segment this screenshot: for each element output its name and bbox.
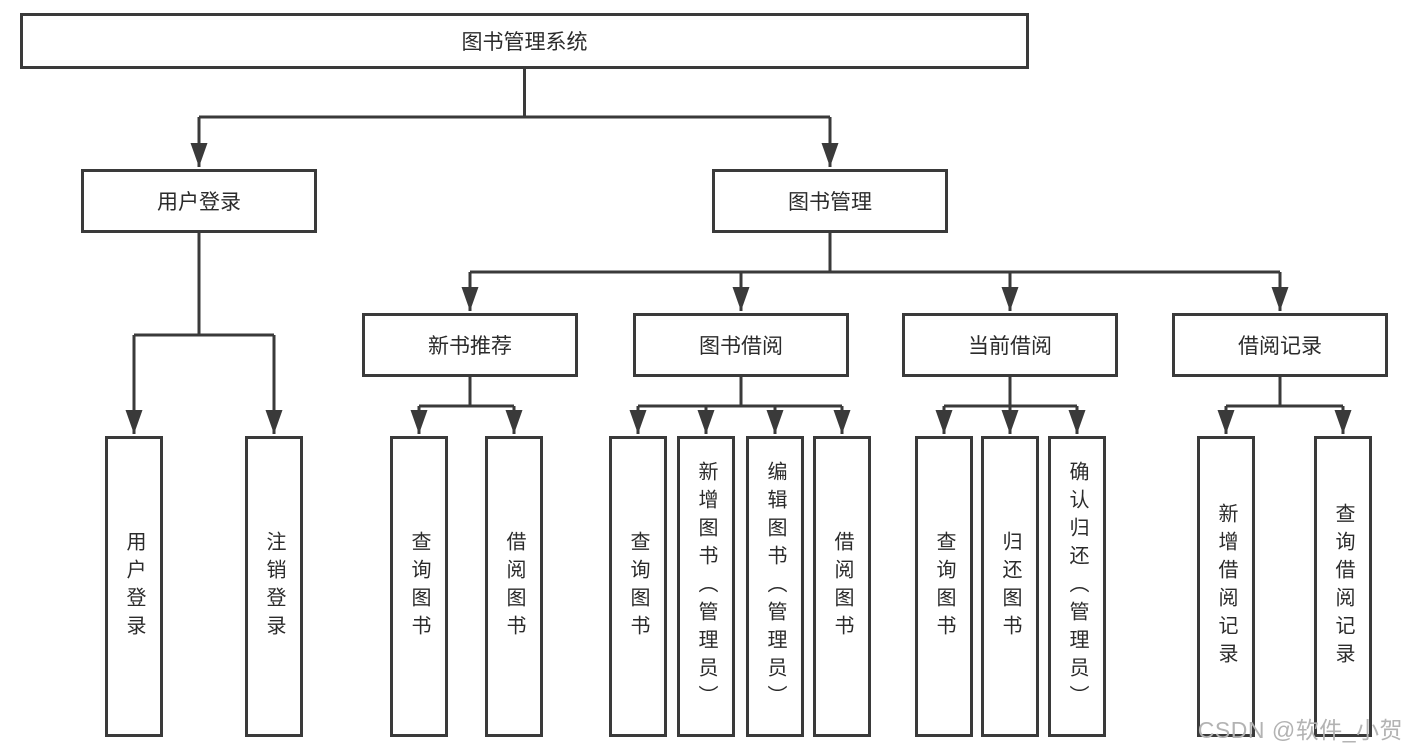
connector-borrowing-records-to-leaves xyxy=(1217,377,1352,434)
node-br-add-record: 新增借阅记录 xyxy=(1197,436,1255,737)
node-bb-add-books-admin: 新增图书（管理员） xyxy=(677,436,735,737)
connector-new-book-recommendation-to-leaves xyxy=(410,377,523,434)
node-bb-borrow-books-label: 借阅图书 xyxy=(831,530,853,643)
node-bb-edit-books-admin-label: 编辑图书（管理员） xyxy=(764,460,786,713)
node-bb-query-books: 查询图书 xyxy=(609,436,667,737)
node-cb-query-books: 查询图书 xyxy=(915,436,973,737)
node-current-borrowing: 当前借阅 xyxy=(902,313,1118,377)
node-cb-return-books-label: 归还图书 xyxy=(999,530,1021,643)
node-br-add-record-label: 新增借阅记录 xyxy=(1215,502,1237,671)
node-logout: 注销登录 xyxy=(245,436,303,737)
node-system-root-label: 图书管理系统 xyxy=(461,31,588,54)
node-book-borrowing: 图书借阅 xyxy=(633,313,849,377)
node-br-query-record: 查询借阅记录 xyxy=(1314,436,1372,737)
node-current-borrowing-label: 当前借阅 xyxy=(968,335,1052,358)
node-logout-label: 注销登录 xyxy=(263,530,285,643)
node-user-login: 用户登录 xyxy=(81,169,317,233)
connector-root-to-level2 xyxy=(190,69,839,167)
node-bb-edit-books-admin: 编辑图书（管理员） xyxy=(746,436,804,737)
node-book-management-label: 图书管理 xyxy=(788,191,872,214)
node-cb-return-books: 归还图书 xyxy=(981,436,1039,737)
node-cb-query-books-label: 查询图书 xyxy=(933,530,955,643)
node-system-root: 图书管理系统 xyxy=(20,13,1029,69)
node-cb-confirm-return-admin: 确认归还（管理员） xyxy=(1048,436,1106,737)
node-book-management: 图书管理 xyxy=(712,169,948,233)
node-nb-query-books: 查询图书 xyxy=(390,436,448,737)
node-cb-confirm-return-admin-label: 确认归还（管理员） xyxy=(1066,460,1088,713)
node-nb-borrow-books-label: 借阅图书 xyxy=(503,530,525,643)
connector-book-borrowing-to-leaves xyxy=(629,377,851,434)
node-br-query-record-label: 查询借阅记录 xyxy=(1332,502,1354,671)
node-book-borrowing-label: 图书借阅 xyxy=(699,335,783,358)
node-user-login-label: 用户登录 xyxy=(157,191,241,214)
node-user-login-leaf-label: 用户登录 xyxy=(123,530,145,643)
node-new-book-recommendation-label: 新书推荐 xyxy=(428,335,512,358)
node-borrowing-records-label: 借阅记录 xyxy=(1238,335,1322,358)
connector-user-login-to-leaves xyxy=(125,233,283,434)
node-bb-add-books-admin-label: 新增图书（管理员） xyxy=(695,460,717,713)
connector-book-management-to-level3 xyxy=(461,233,1289,311)
node-borrowing-records: 借阅记录 xyxy=(1172,313,1388,377)
node-nb-query-books-label: 查询图书 xyxy=(408,530,430,643)
node-new-book-recommendation: 新书推荐 xyxy=(362,313,578,377)
connector-current-borrowing-to-leaves xyxy=(935,377,1086,434)
node-bb-borrow-books: 借阅图书 xyxy=(813,436,871,737)
node-nb-borrow-books: 借阅图书 xyxy=(485,436,543,737)
node-user-login-leaf: 用户登录 xyxy=(105,436,163,737)
node-bb-query-books-label: 查询图书 xyxy=(627,530,649,643)
